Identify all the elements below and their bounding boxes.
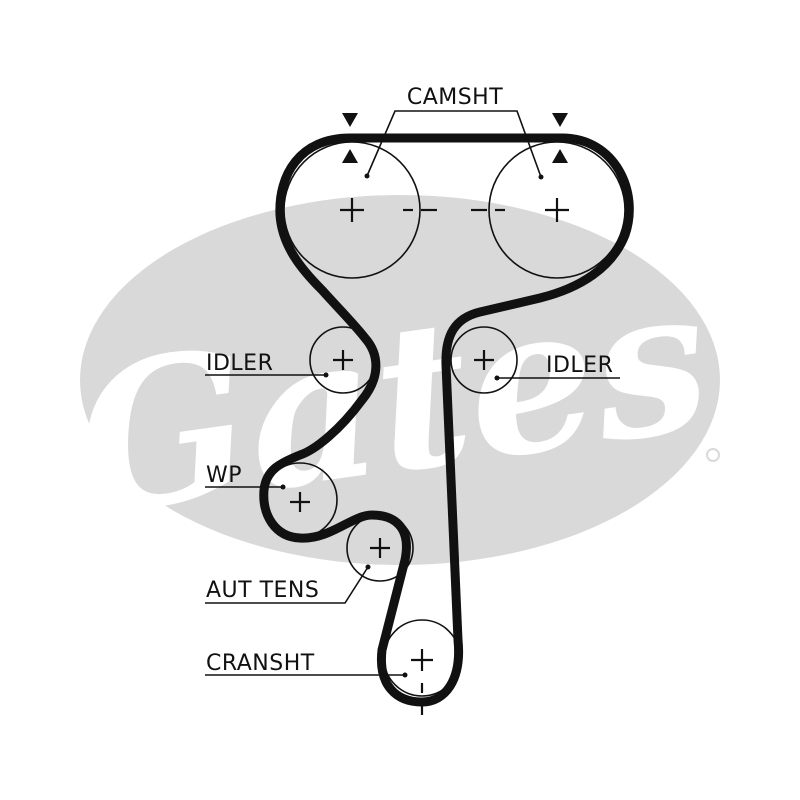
camshaft-leader [366, 110, 542, 178]
crankshaft-label: CRANSHT [206, 651, 315, 676]
timing-mark-right-top-icon [552, 113, 568, 127]
idler-left-label: IDLER [206, 351, 273, 376]
idler-pulley-right [450, 326, 518, 394]
gates-watermark: Gates [63, 195, 722, 565]
auto-tensioner-label: AUT TENS [206, 578, 319, 603]
timing-belt [259, 133, 634, 707]
timing-mark-left-top-icon [342, 113, 358, 127]
auto-tensioner-leader [205, 566, 369, 604]
pulley-centers [290, 198, 569, 671]
camshaft-label: CAMSHT [407, 85, 503, 110]
leader-dots [280, 173, 544, 678]
leader-lines [205, 110, 620, 676]
timing-marks [342, 113, 568, 163]
water-pump-label: WP [206, 463, 242, 488]
timing-mark-right-bottom-icon [552, 149, 568, 163]
watermark-registered-icon [706, 448, 720, 462]
timing-mark-left-bottom-icon [342, 149, 358, 163]
idler-right-label: IDLER [546, 353, 613, 378]
